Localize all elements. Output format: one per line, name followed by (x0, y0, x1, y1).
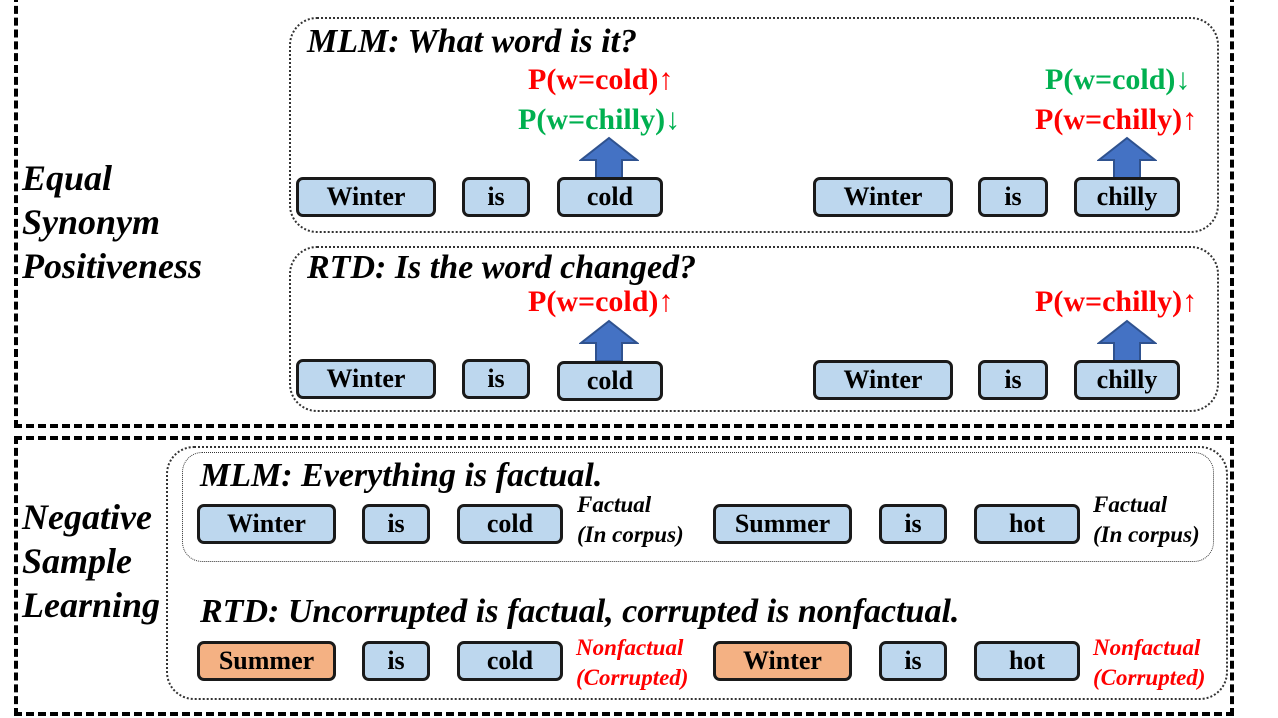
token: is (978, 177, 1048, 217)
section-label-line: Synonym (22, 202, 161, 242)
factual-note: Factual (In corpus) (577, 490, 684, 550)
token: Winter (296, 359, 436, 399)
mlm-synonym-title: MLM: What word is it? (307, 23, 638, 60)
token: is (362, 641, 430, 681)
prob-chilly-down: P(w=chilly)↓ (518, 103, 681, 136)
up-arrow-icon (1097, 319, 1157, 362)
section-label-line: Negative (22, 497, 152, 537)
token-target: cold (557, 177, 663, 217)
mlm-synonym-panel (289, 17, 1219, 233)
token: is (462, 359, 530, 399)
prob-chilly-up: P(w=chilly)↑ (1035, 285, 1198, 318)
section-label-line: Sample (22, 541, 133, 581)
token-target: cold (557, 361, 663, 401)
note-line: (In corpus) (577, 522, 684, 547)
token-target: chilly (1074, 177, 1180, 217)
token: is (978, 360, 1048, 400)
note-line: Nonfactual (1093, 635, 1201, 660)
up-arrow-icon (579, 136, 639, 179)
negative-sample-section (14, 436, 1234, 716)
rtd-nonfactual-title: RTD: Uncorrupted is factual, corrupted i… (200, 593, 960, 630)
token: is (879, 504, 947, 544)
token-target: chilly (1074, 360, 1180, 400)
prob-cold-up: P(w=cold)↑ (528, 63, 674, 96)
mlm-factual-panel (182, 452, 1214, 562)
token: Winter (296, 177, 436, 217)
note-line: (Corrupted) (576, 665, 689, 690)
note-line: (Corrupted) (1093, 665, 1206, 690)
token: hot (974, 504, 1080, 544)
token-corrupted: Summer (197, 641, 336, 681)
token-corrupted: Winter (713, 641, 852, 681)
mlm-factual-title: MLM: Everything is factual. (200, 457, 603, 494)
equal-synonym-section (14, 0, 1234, 428)
section-label-line: Learning (22, 585, 161, 625)
note-line: Factual (577, 492, 652, 517)
up-arrow-icon (579, 319, 639, 362)
section-label-line: Equal (22, 158, 113, 198)
section-label-bottom: Negative Sample Learning (22, 495, 160, 627)
note-line: Nonfactual (576, 635, 684, 660)
nonfactual-note: Nonfactual (Corrupted) (576, 633, 688, 693)
note-line: (In corpus) (1093, 522, 1200, 547)
nonfactual-note: Nonfactual (Corrupted) (1093, 633, 1205, 693)
section-label-line: Positiveness (22, 246, 202, 286)
token: hot (974, 641, 1080, 681)
token: Summer (713, 504, 852, 544)
prob-chilly-up: P(w=chilly)↑ (1035, 103, 1198, 136)
factual-note: Factual (In corpus) (1093, 490, 1200, 550)
rtd-synonym-panel (289, 246, 1219, 412)
token: Winter (813, 360, 953, 400)
prob-cold-down: P(w=cold)↓ (1045, 63, 1191, 96)
token: is (362, 504, 430, 544)
prob-cold-up: P(w=cold)↑ (528, 285, 674, 318)
token: is (879, 641, 947, 681)
up-arrow-icon (1097, 136, 1157, 179)
token: Winter (197, 504, 336, 544)
token: cold (457, 504, 563, 544)
rtd-synonym-title: RTD: Is the word changed? (307, 249, 697, 286)
token: is (462, 177, 530, 217)
token: Winter (813, 177, 953, 217)
token: cold (457, 641, 563, 681)
section-label-top: Equal Synonym Positiveness (22, 156, 202, 288)
negative-sample-panel (166, 446, 1228, 700)
note-line: Factual (1093, 492, 1168, 517)
